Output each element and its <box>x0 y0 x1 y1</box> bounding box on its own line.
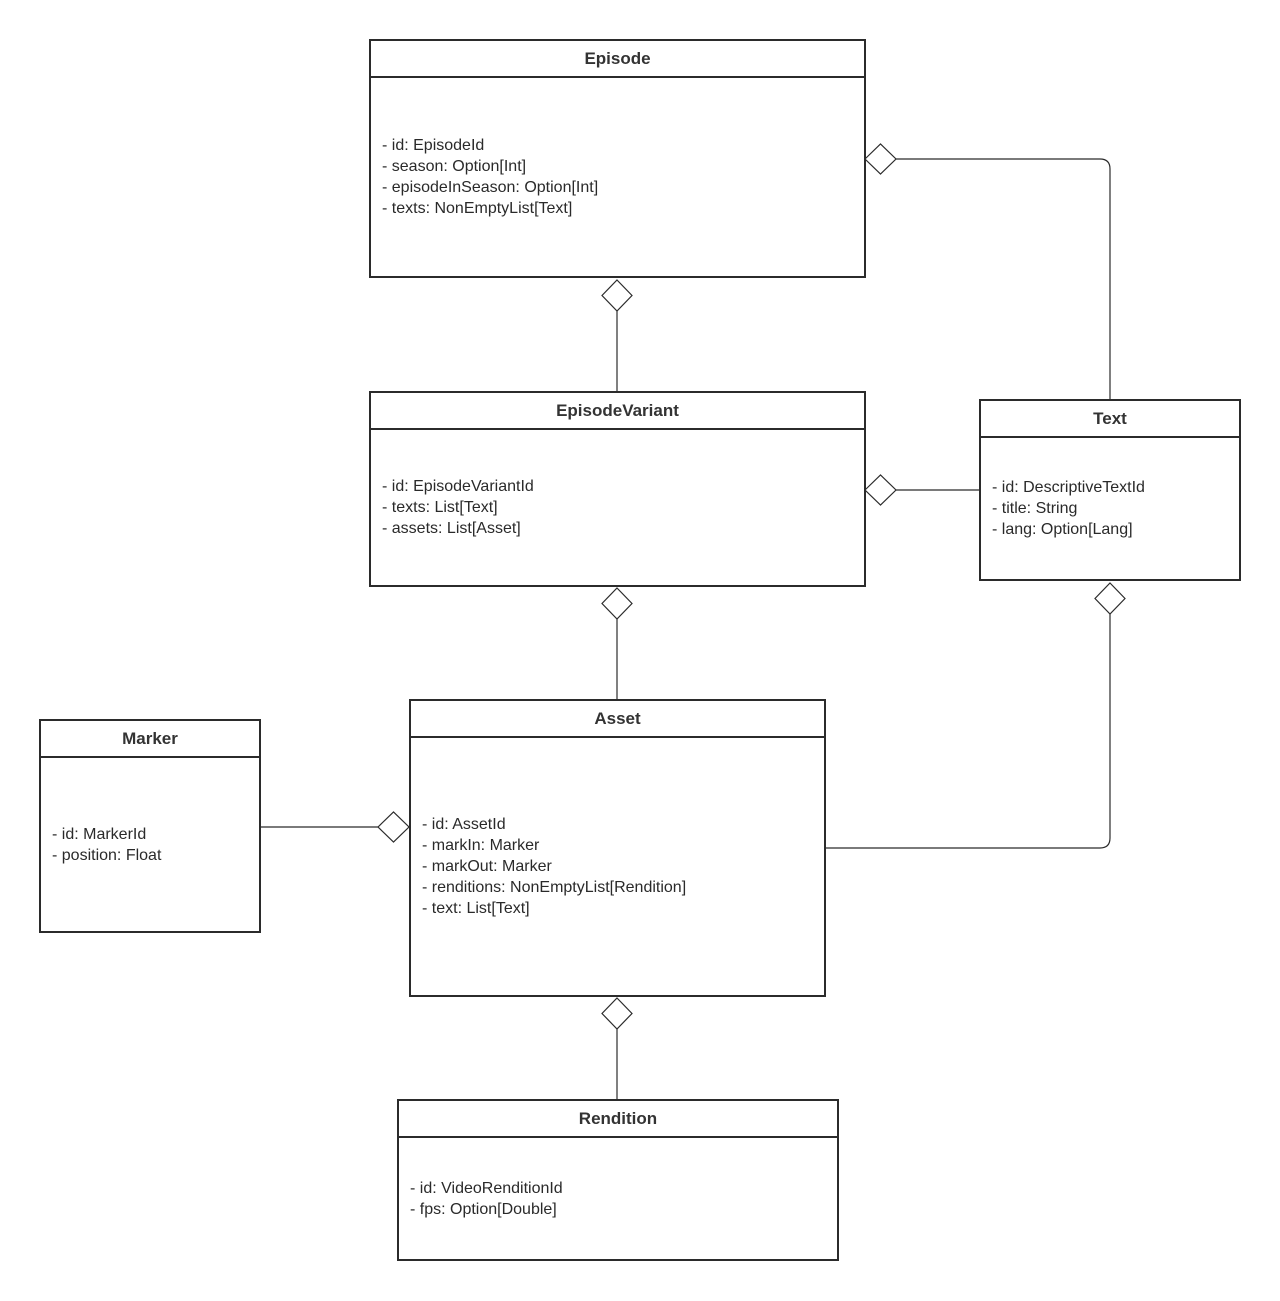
aggregation-diamond-episode-right <box>864 143 897 175</box>
attribute-type: MarkerId <box>83 825 147 843</box>
attribute-name: - id: <box>382 478 409 495</box>
aggregation-diamond-text-bottom <box>1094 582 1126 615</box>
attribute-type: EpisodeId <box>413 137 485 154</box>
attribute-type: List[Asset] <box>446 520 521 537</box>
attribute-row: - texts: NonEmptyList[Text] <box>382 198 864 219</box>
attribute-type: EpisodeVariantId <box>413 478 534 495</box>
attribute-list: - id: MarkerId- position: Float <box>41 824 259 866</box>
attribute-type: Option[Int] <box>524 179 599 196</box>
attribute-name: - text: <box>422 900 463 917</box>
attribute-list: - id: VideoRenditionId- fps: Option[Doub… <box>399 1178 837 1220</box>
attribute-row: - renditions: NonEmptyList[Rendition] <box>422 877 824 898</box>
class-name: EpisodeVariant <box>371 393 864 430</box>
attribute-row: - position: Float <box>52 845 259 866</box>
attribute-name: - id: <box>52 825 79 843</box>
attribute-name: - id: <box>410 1179 437 1197</box>
attribute-name: - texts: <box>382 499 431 516</box>
attribute-name: - episodeInSeason: <box>382 179 520 196</box>
attribute-name: - assets: <box>382 520 443 537</box>
attribute-type: List[Text] <box>434 499 498 516</box>
attribute-row: - id: VideoRenditionId <box>410 1178 837 1199</box>
attribute-type: Option[Int] <box>452 158 527 175</box>
attribute-row: - id: AssetId <box>422 814 824 835</box>
class-text[interactable]: Text - id: DescriptiveTextId- title: Str… <box>979 399 1241 581</box>
class-name: Episode <box>371 41 864 78</box>
attribute-name: - season: <box>382 158 448 175</box>
attribute-name: - id: <box>992 479 1019 496</box>
class-name: Asset <box>411 701 824 738</box>
class-rendition[interactable]: Rendition - id: VideoRenditionId- fps: O… <box>397 1099 839 1261</box>
attribute-row: - id: EpisodeId <box>382 135 864 156</box>
class-asset[interactable]: Asset - id: AssetId- markIn: Marker- mar… <box>409 699 826 997</box>
attribute-type: Marker <box>502 858 552 875</box>
class-name: Marker <box>41 721 259 758</box>
class-name: Text <box>981 401 1239 438</box>
attribute-type: NonEmptyList[Text] <box>434 200 573 217</box>
attribute-name: - id: <box>422 816 449 833</box>
attribute-row: - id: DescriptiveTextId <box>992 477 1239 498</box>
attribute-name: - position: <box>52 846 122 864</box>
attribute-name: - renditions: <box>422 879 506 896</box>
attribute-row: - lang: Option[Lang] <box>992 519 1239 540</box>
attribute-type: Float <box>125 846 162 864</box>
aggregation-diamond-variant-bottom <box>601 587 633 620</box>
attribute-type: NonEmptyList[Rendition] <box>510 879 687 896</box>
attribute-row: - markOut: Marker <box>422 856 824 877</box>
attribute-name: - markIn: <box>422 837 486 854</box>
attribute-type: Option[Lang] <box>1040 521 1133 538</box>
attribute-row: - id: MarkerId <box>52 824 259 845</box>
attribute-list: - id: DescriptiveTextId- title: String- … <box>981 477 1239 540</box>
attribute-name: - lang: <box>992 521 1037 538</box>
attribute-type: String <box>1035 500 1078 517</box>
aggregation-diamond-variant-right <box>864 474 897 506</box>
attribute-row: - texts: List[Text] <box>382 497 864 518</box>
class-marker[interactable]: Marker - id: MarkerId- position: Float <box>39 719 261 933</box>
attribute-type: Marker <box>489 837 540 854</box>
aggregation-diamond-episode <box>601 279 633 312</box>
attribute-name: - markOut: <box>422 858 498 875</box>
link-episode-text <box>896 158 1111 400</box>
aggregation-diamond-asset-bottom <box>601 997 633 1030</box>
attribute-name: - id: <box>382 137 409 154</box>
attribute-row: - season: Option[Int] <box>382 156 864 177</box>
attribute-type: List[Text] <box>466 900 530 917</box>
class-episode-variant[interactable]: EpisodeVariant - id: EpisodeVariantId- t… <box>369 391 866 587</box>
attribute-row: - text: List[Text] <box>422 898 824 919</box>
attribute-row: - assets: List[Asset] <box>382 518 864 539</box>
attribute-type: AssetId <box>452 816 506 833</box>
class-episode[interactable]: Episode - id: EpisodeId- season: Option[… <box>369 39 866 278</box>
attribute-row: - id: EpisodeVariantId <box>382 476 864 497</box>
attribute-type: Option[Double] <box>450 1200 557 1218</box>
attribute-row: - title: String <box>992 498 1239 519</box>
attribute-row: - markIn: Marker <box>422 835 824 856</box>
attribute-list: - id: EpisodeVariantId- texts: List[Text… <box>371 476 864 539</box>
attribute-list: - id: AssetId- markIn: Marker- markOut: … <box>411 814 824 919</box>
attribute-name: - texts: <box>382 200 431 217</box>
aggregation-diamond-asset-left <box>377 811 410 843</box>
attribute-list: - id: EpisodeId- season: Option[Int]- ep… <box>371 135 864 219</box>
attribute-row: - episodeInSeason: Option[Int] <box>382 177 864 198</box>
link-text-asset <box>825 614 1111 849</box>
class-name: Rendition <box>399 1101 837 1138</box>
attribute-type: DescriptiveTextId <box>1023 479 1145 496</box>
attribute-name: - fps: <box>410 1200 446 1218</box>
attribute-name: - title: <box>992 500 1032 517</box>
attribute-row: - fps: Option[Double] <box>410 1199 837 1220</box>
attribute-type: VideoRenditionId <box>441 1179 563 1197</box>
